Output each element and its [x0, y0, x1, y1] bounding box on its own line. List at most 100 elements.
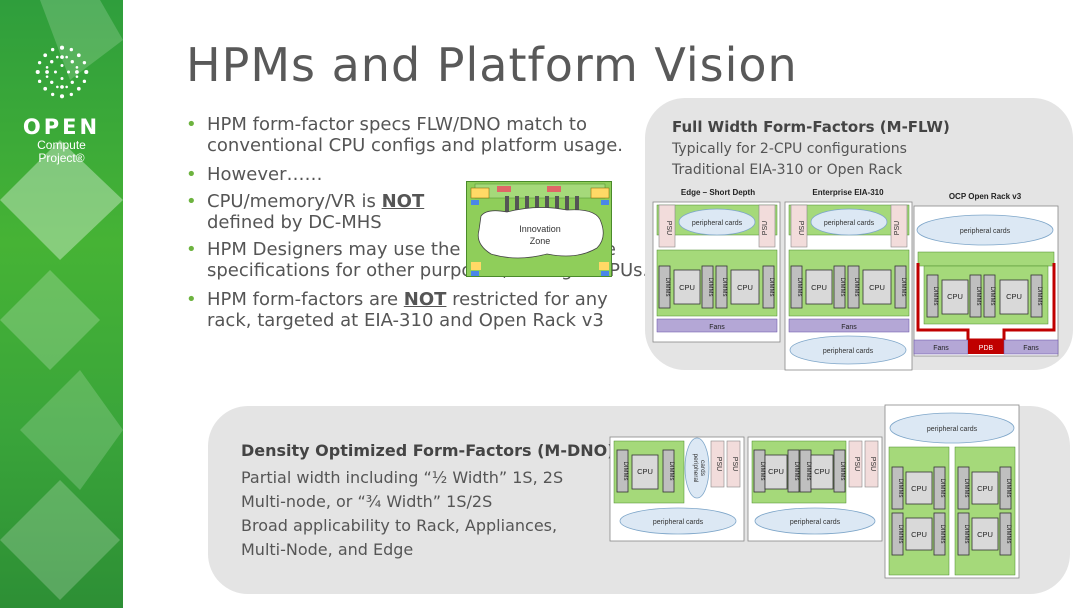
dno-half-width-2s-diagram: CPU CPU PSU PSU peripheral cards — [747, 436, 883, 542]
dimms-label: DIMMs — [900, 278, 906, 297]
bullet-list: HPM form-factor specs FLW/DNO match to c… — [186, 114, 656, 331]
bullet-emphasis: NOT — [381, 191, 425, 212]
bullet-text-after: restricted for any rack, targeted at EIA… — [207, 289, 608, 331]
dno-title: Density Optimized Form-Factors (M-DNO) — [241, 441, 615, 460]
edge-short-depth-diagram: Edge – Short Depth PSU PSU peripheral ca… — [652, 188, 781, 343]
fans-label: Fans — [1023, 345, 1039, 352]
cpu-label: CPU — [911, 484, 927, 493]
cpu-label: CPU — [869, 283, 885, 292]
peripheral-cards-label: peripheral cards — [692, 220, 743, 227]
cpu-label: CPU — [977, 484, 993, 493]
logo-project-text: Project® — [38, 151, 85, 165]
psu-label: PSU — [762, 221, 769, 235]
board-drawing: Innovation Zone — [470, 183, 610, 276]
cpu-label: CPU — [768, 467, 784, 476]
dno-line-3: Broad applicability to Rack, Appliances, — [241, 516, 558, 535]
bullet-text: HPM form-factors are — [207, 289, 404, 310]
bullet-text: HPM form-factor specs FLW/DNO match to c… — [207, 114, 624, 156]
sidebar-pattern — [0, 0, 123, 600]
bullet-text: However…… — [207, 164, 323, 185]
cpu-label: CPU — [637, 467, 653, 476]
peripheral-cards-label: peripheral cards — [653, 519, 704, 526]
dno-three-quarter-diagram: peripheral cards CPU CPU CPU CPU — [884, 404, 1020, 579]
dimms-label: DIMMs — [622, 462, 628, 481]
fans-label: Fans — [709, 324, 725, 331]
psu-label: PSU — [665, 221, 672, 235]
fans-label: Fans — [841, 324, 857, 331]
dimms-label: DIMMs — [897, 525, 903, 544]
peripheral-vertical-label: cards — [699, 460, 706, 477]
ocp-open-rack-diagram: OCP Open Rack v3 peripheral cards CPU CP… — [913, 192, 1059, 357]
psu-label: PSU — [731, 457, 738, 471]
bullet-text: CPU/memory/VR is — [207, 191, 382, 212]
bullet-emphasis: NOT — [403, 289, 447, 310]
dimms-label: DIMMs — [932, 287, 938, 306]
dimms-label: DIMMs — [975, 287, 981, 306]
dno-half-width-1s-diagram: CPU peripheral cards PSU PSU peripheral … — [609, 436, 745, 542]
dimms-label: DIMMs — [805, 462, 811, 481]
dimms-label: DIMMs — [768, 278, 774, 297]
flw-line-1: Typically for 2-CPU configurations — [672, 141, 907, 157]
cpu-label: CPU — [947, 292, 963, 301]
bullet-text-after: defined by DC-MHS — [207, 212, 382, 233]
dimms-label: DIMMs — [897, 479, 903, 498]
dimms-label: DIMMs — [793, 462, 799, 481]
peripheral-cards-label: peripheral cards — [960, 228, 1011, 235]
dno-line-1: Partial width including “½ Width” 1S, 2S — [241, 468, 564, 487]
cpu-label: CPU — [737, 283, 753, 292]
psu-label: PSU — [869, 457, 876, 471]
dimms-label: DIMMs — [668, 462, 674, 481]
cpu-label: CPU — [977, 530, 993, 539]
dimms-label: DIMMs — [839, 278, 845, 297]
peripheral-vertical-label: peripheral — [692, 454, 699, 483]
cpu-label: CPU — [1006, 292, 1022, 301]
dimms-label: DIMMs — [839, 462, 845, 481]
peripheral-cards-label: peripheral cards — [790, 519, 841, 526]
flw-title: Full Width Form-Factors (M-FLW) — [672, 118, 950, 136]
ocp-logo: OPEN Compute Project® — [0, 40, 123, 165]
brand-sidebar: OPEN Compute Project® — [0, 0, 123, 608]
enterprise-eia310-diagram: Enterprise EIA-310 PSU PSU peripheral ca… — [784, 188, 913, 371]
psu-label: PSU — [715, 457, 722, 471]
dimms-label: DIMMs — [707, 278, 713, 297]
dimms-label: DIMMs — [989, 287, 995, 306]
ocp-burst-icon — [35, 45, 88, 99]
psu-label: PSU — [894, 221, 901, 235]
innovation-zone-board: Innovation Zone — [466, 181, 612, 277]
bullet-item: However…… — [186, 164, 656, 185]
enterprise-diagram-title: Enterprise EIA-310 — [812, 188, 884, 197]
peripheral-cards-label: peripheral cards — [927, 426, 978, 433]
dimms-label: DIMMs — [939, 525, 945, 544]
logo-open-text: OPEN — [22, 115, 101, 139]
fans-label: Fans — [933, 345, 949, 352]
innovation-zone-label-1: Innovation — [519, 224, 561, 234]
dimms-label: DIMMs — [759, 462, 765, 481]
dimms-label: DIMMs — [963, 525, 969, 544]
ocp-diagram-title: OCP Open Rack v3 — [949, 192, 1022, 201]
cpu-label: CPU — [811, 283, 827, 292]
flw-line-2: Traditional EIA-310 or Open Rack — [672, 162, 903, 178]
cpu-label: CPU — [679, 283, 695, 292]
innovation-zone-label-2: Zone — [530, 236, 551, 246]
slide-title: HPMs and Platform Vision — [186, 38, 798, 92]
dimms-label: DIMMs — [853, 278, 859, 297]
dimms-label: DIMMs — [963, 479, 969, 498]
dimms-label: DIMMs — [664, 278, 670, 297]
bullet-item: CPU/memory/VR is NOT defined by DC-MHS — [186, 191, 456, 233]
psu-label: PSU — [797, 221, 804, 235]
bullet-item: HPM form-factors are NOT restricted for … — [186, 289, 656, 331]
dno-line-4: Multi-Node, and Edge — [241, 540, 414, 559]
edge-diagram-title: Edge – Short Depth — [681, 188, 755, 197]
dimms-label: DIMMs — [1036, 287, 1042, 306]
cpu-label: CPU — [911, 530, 927, 539]
dimms-label: DIMMs — [721, 278, 727, 297]
dimms-label: DIMMs — [796, 278, 802, 297]
psu-label: PSU — [853, 457, 860, 471]
cpu-label: CPU — [814, 467, 830, 476]
dno-line-2: Multi-node, or “¾ Width” 1S/2S — [241, 492, 493, 511]
bullet-item: HPM form-factor specs FLW/DNO match to c… — [186, 114, 656, 156]
dimms-label: DIMMs — [939, 479, 945, 498]
dimms-label: DIMMs — [1005, 525, 1011, 544]
logo-compute-text: Compute — [37, 138, 86, 152]
